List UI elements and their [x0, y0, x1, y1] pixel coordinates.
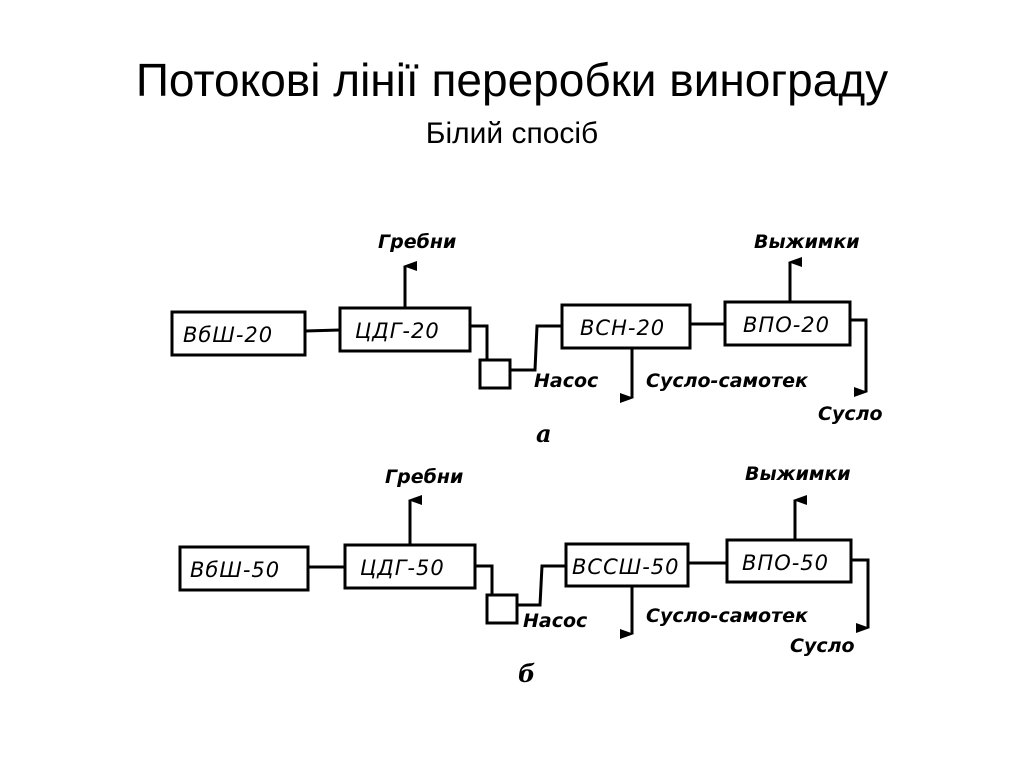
diagram-b-link-4-must [851, 558, 870, 625]
page-title: Потокові лінії переробки винограду [135, 54, 889, 106]
diagram-b-box-4-label: ВПО-50 [742, 551, 829, 575]
diagram-b-link-pump-3 [517, 564, 566, 607]
diagram-b-caption: б [518, 659, 535, 688]
diagram-a-box-1-label: ВбШ-20 [183, 323, 273, 347]
diagram-b-box-3-label: ВССШ-50 [572, 555, 680, 579]
diagram-a-caption: а [536, 419, 552, 448]
diagram-b-stems-label: Гребни [385, 466, 463, 488]
diagram-a-must-label: Сусло [818, 403, 883, 425]
diagram-b-freerun-label: Сусло-самотек [646, 605, 809, 627]
diagram-a [170, 257, 868, 403]
diagram-a-texts: ВбШ-20 ЦДГ-20 ВСН-20 ВПО-20 Гребни Выжим… [183, 231, 883, 448]
diagram-b [178, 495, 870, 639]
diagram-a-box-1 [170, 310, 307, 357]
diagram-a-freerun-label: Сусло-самотек [646, 370, 809, 392]
diagram-b-pump [485, 593, 519, 625]
diagram-a-box-4-label: ВПО-20 [743, 313, 830, 337]
diagram-a-stems-label: Гребни [378, 231, 456, 253]
diagram-a-pump-label: Насос [534, 370, 599, 392]
page-subtitle: Білий спосіб [425, 117, 599, 150]
diagram-b-texts: ВбШ-50 ЦДГ-50 ВССШ-50 ВПО-50 Гребни Выжи… [190, 463, 855, 688]
diagram-b-link-2-pump [475, 564, 494, 595]
diagram-a-link-1-2 [304, 328, 341, 333]
diagram-b-must-label: Сусло [790, 635, 855, 657]
diagram-b-pump-label: Насос [523, 610, 588, 632]
diagram-a-link-pump-3 [510, 324, 562, 372]
diagram-b-pomace-label: Выжимки [745, 463, 851, 485]
diagram-a-link-4-must [850, 318, 868, 390]
diagram-a-box-2-label: ЦДГ-20 [355, 319, 440, 343]
diagram-b-box-1-label: ВбШ-50 [190, 558, 280, 582]
diagram-a-pomace-label: Выжимки [754, 231, 860, 253]
diagram-a-link-2-pump [470, 324, 489, 360]
diagram-a-pump [478, 358, 512, 390]
diagram-a-box-3-label: ВСН-20 [580, 316, 665, 340]
diagram-b-box-2-label: ЦДГ-50 [360, 556, 445, 580]
